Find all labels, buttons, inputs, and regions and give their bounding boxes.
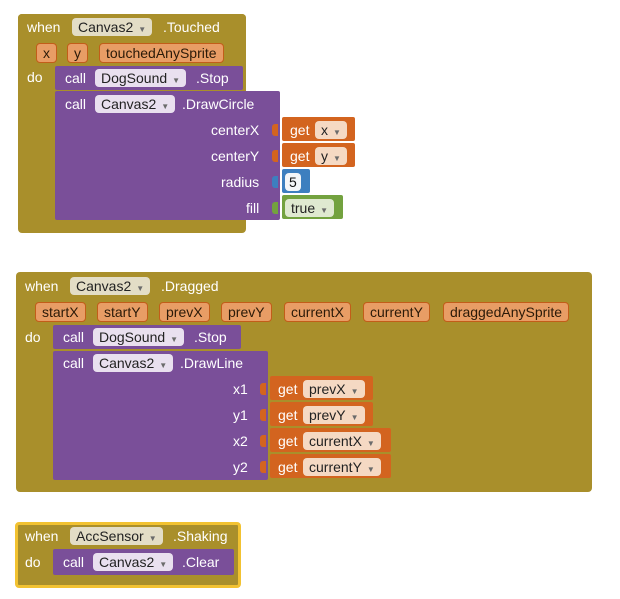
variable-name: y	[321, 148, 328, 164]
socket-connector	[260, 383, 266, 395]
do-label: do	[25, 329, 41, 345]
component-name: Canvas2	[101, 96, 157, 112]
arg-label-x1: x1	[233, 381, 248, 397]
socket-connector	[260, 435, 266, 447]
component-name: Canvas2	[99, 554, 155, 570]
boolean-dropdown[interactable]: true ▼	[285, 199, 335, 217]
socket-connector	[272, 150, 278, 162]
socket-connector	[272, 202, 278, 214]
component-dropdown[interactable]: Canvas2 ▼	[72, 18, 153, 36]
component-dropdown[interactable]: Canvas2 ▼	[93, 354, 174, 372]
call-label: call	[65, 70, 87, 86]
variable-dropdown[interactable]: x▼	[315, 121, 347, 139]
variable-dropdown[interactable]: prevY ▼	[303, 406, 365, 424]
event-name: .Touched	[163, 19, 220, 35]
variable-dropdown[interactable]: prevX ▼	[303, 380, 365, 398]
method-name: .DrawCircle	[182, 96, 255, 112]
method-name: .Clear	[182, 554, 220, 570]
dropdown-arrow-icon: ▼	[138, 25, 147, 34]
arg-label-radius: radius	[221, 174, 260, 190]
get-label: get	[278, 407, 298, 423]
socket-connector	[260, 409, 266, 421]
do-label: do	[27, 69, 43, 85]
param-currenty[interactable]: currentY	[363, 302, 430, 322]
component-dropdown[interactable]: AccSensor ▼	[70, 527, 163, 545]
variable-name: prevY	[309, 407, 346, 423]
socket-connector	[272, 124, 278, 136]
dropdown-arrow-icon: ▼	[136, 284, 145, 293]
dropdown-arrow-icon: ▼	[159, 560, 168, 569]
event-name: .Dragged	[161, 278, 219, 294]
component-name: AccSensor	[76, 528, 144, 544]
number-value[interactable]: 5	[285, 173, 301, 191]
dropdown-arrow-icon: ▼	[366, 465, 375, 474]
param-touched-any-sprite[interactable]: touchedAnySprite	[99, 43, 224, 63]
dropdown-arrow-icon: ▼	[350, 387, 359, 396]
dropdown-arrow-icon: ▼	[350, 413, 359, 422]
dropdown-arrow-icon: ▼	[333, 128, 341, 137]
component-name: Canvas2	[76, 278, 132, 294]
dropdown-arrow-icon: ▼	[333, 154, 341, 163]
dropdown-arrow-icon: ▼	[159, 361, 168, 370]
get-label: get	[278, 381, 298, 397]
call-label: call	[63, 355, 85, 371]
get-label: get	[290, 122, 310, 138]
get-label: get	[290, 148, 310, 164]
variable-dropdown[interactable]: currentX ▼	[303, 432, 381, 450]
component-dropdown[interactable]: Canvas2 ▼	[70, 277, 151, 295]
arg-label-centery: centerY	[211, 148, 260, 164]
dropdown-arrow-icon: ▼	[366, 439, 375, 448]
component-name: Canvas2	[99, 355, 155, 371]
socket-connector	[260, 461, 266, 473]
when-label: when	[25, 528, 59, 544]
boolean-value: true	[291, 200, 316, 216]
dropdown-arrow-icon: ▼	[161, 102, 170, 111]
arg-label-y2: y2	[233, 459, 248, 475]
param-y[interactable]: y	[67, 43, 88, 63]
param-startx[interactable]: startX	[35, 302, 86, 322]
get-label: get	[278, 459, 298, 475]
variable-dropdown[interactable]: y▼	[315, 147, 347, 165]
when-label: when	[25, 278, 59, 294]
arg-label-x2: x2	[233, 433, 248, 449]
component-name: DogSound	[101, 70, 168, 86]
when-label: when	[27, 19, 61, 35]
param-x[interactable]: x	[36, 43, 57, 63]
arg-label-centerx: centerX	[211, 122, 260, 138]
arg-label-fill: fill	[246, 200, 260, 216]
method-name: .Stop	[194, 329, 227, 345]
get-label: get	[278, 433, 298, 449]
variable-name: x	[321, 122, 328, 138]
component-dropdown[interactable]: DogSound ▼	[95, 69, 187, 87]
variable-name: currentX	[309, 433, 362, 449]
call-label: call	[63, 554, 85, 570]
component-dropdown[interactable]: Canvas2 ▼	[95, 95, 176, 113]
method-name: .DrawLine	[180, 355, 244, 371]
method-name: .Stop	[196, 70, 229, 86]
component-name: DogSound	[99, 329, 166, 345]
param-dragged-any-sprite[interactable]: draggedAnySprite	[443, 302, 570, 322]
call-label: call	[63, 329, 85, 345]
param-currentx[interactable]: currentX	[284, 302, 351, 322]
drawline-block[interactable]	[53, 351, 268, 480]
dropdown-arrow-icon: ▼	[148, 534, 157, 543]
dropdown-arrow-icon: ▼	[170, 335, 179, 344]
event-name: .Shaking	[173, 528, 228, 544]
call-label: call	[65, 96, 87, 112]
component-dropdown[interactable]: Canvas2 ▼	[93, 553, 174, 571]
dropdown-arrow-icon: ▼	[320, 206, 329, 215]
dropdown-arrow-icon: ▼	[172, 76, 181, 85]
variable-dropdown[interactable]: currentY ▼	[303, 458, 381, 476]
component-dropdown[interactable]: DogSound ▼	[93, 328, 185, 346]
param-starty[interactable]: startY	[97, 302, 148, 322]
param-prevy[interactable]: prevY	[221, 302, 272, 322]
socket-connector	[272, 176, 278, 188]
do-label: do	[25, 554, 41, 570]
param-prevx[interactable]: prevX	[159, 302, 210, 322]
variable-name: currentY	[309, 459, 362, 475]
arg-label-y1: y1	[233, 407, 248, 423]
component-name: Canvas2	[78, 19, 134, 35]
variable-name: prevX	[309, 381, 346, 397]
